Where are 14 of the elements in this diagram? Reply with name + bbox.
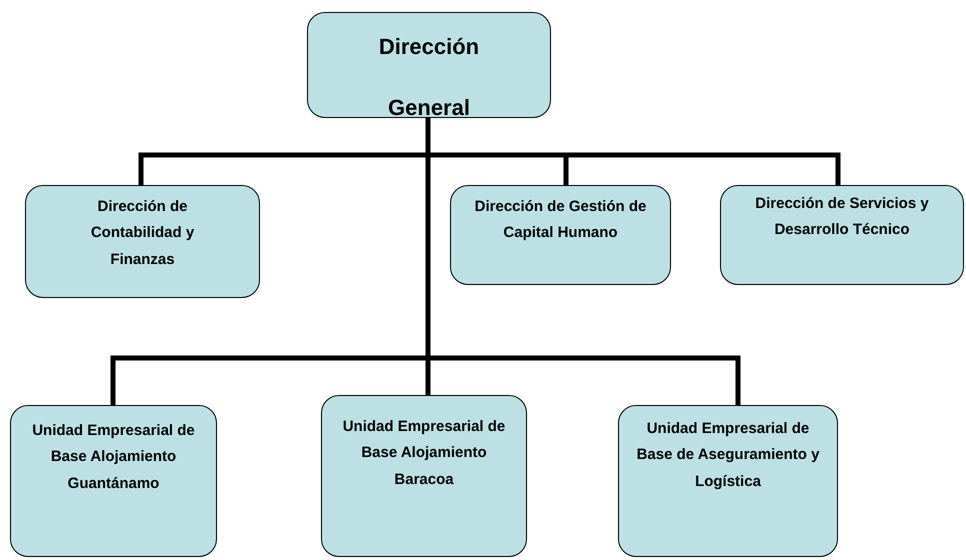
org-box xyxy=(720,185,964,285)
box-label: Dirección de Contabilidad y Finanzas xyxy=(90,197,196,270)
box-label: Dirección de Servicios y Desarrollo Técnico xyxy=(754,194,930,240)
org-box xyxy=(618,405,838,557)
box-label: Unidad Empresarial de Base Alojamiento Guantánamo xyxy=(31,421,196,494)
box-label: Unidad Empresarial de Base de Aseguramiento y Logística xyxy=(636,419,820,492)
org-box xyxy=(10,405,217,557)
org-box xyxy=(321,395,527,557)
org-box xyxy=(25,185,260,298)
box-label: Dirección de Gestión de Capital Humano xyxy=(474,197,648,244)
org-box xyxy=(307,12,551,118)
box-label: Dirección General xyxy=(378,33,480,122)
org-box xyxy=(450,185,671,285)
box-label: Unidad Empresarial de Base Alojamiento Baracoa xyxy=(342,417,506,490)
